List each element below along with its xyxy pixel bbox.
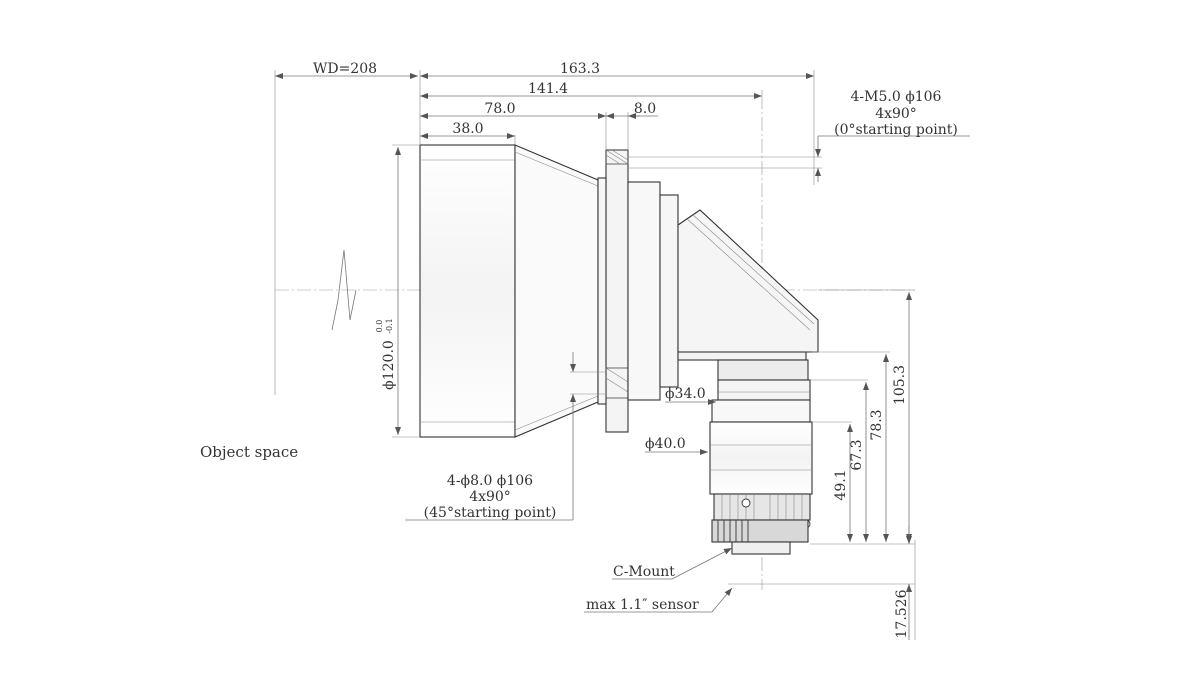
dim-length-78: 78.0 <box>484 101 515 117</box>
dim-front-tol-upper: 0.0 <box>375 320 384 333</box>
focus-ring <box>713 493 811 521</box>
rear-housing <box>627 181 661 401</box>
dim-front-tol-lower: -0.1 <box>385 318 394 333</box>
taper-section <box>514 144 599 438</box>
top-holes-start: (0°starting point) <box>834 122 958 138</box>
dim-overall-length: 163.3 <box>560 61 600 77</box>
horizontal-dimensions: WD=208 163.3 141.4 78.0 8.0 38.0 <box>275 61 815 185</box>
dim-diameter-40: ϕ40.0 <box>645 436 686 452</box>
dim-flange-offset: 17.526 <box>894 589 910 638</box>
top-holes-angle: 4x90° <box>875 106 917 122</box>
dim-length-141: 141.4 <box>528 81 568 97</box>
dim-diameter-34: ϕ34.0 <box>665 386 706 402</box>
lens-body <box>419 144 819 555</box>
dim-height-105: 105.3 <box>892 365 908 405</box>
bottom-holes-angle: 4x90° <box>469 489 511 505</box>
bottom-holes-callout: 4-ϕ8.0 ϕ106 4x90° (45°starting point) <box>405 352 606 521</box>
front-diameter-dimension: ϕ120.0 0.0 -0.1 <box>375 144 420 438</box>
c-mount-label: C-Mount <box>613 564 675 580</box>
lower-tube <box>717 379 811 401</box>
vertical-dimensions: 49.1 67.3 78.3 105.3 17.526 <box>810 289 916 640</box>
prism-housing <box>677 209 819 353</box>
dim-length-8: 8.0 <box>634 101 656 117</box>
dim-height-49: 49.1 <box>833 469 849 500</box>
rear-diameter-dimensions: ϕ34.0 ϕ40.0 <box>645 386 716 455</box>
mount-labels: C-Mount max 1.1″ sensor <box>584 547 733 613</box>
object-space-label: Object space <box>200 443 298 461</box>
top-holes-spec: 4-M5.0 ϕ106 <box>851 89 942 105</box>
working-distance-label: WD=208 <box>313 61 377 77</box>
dim-height-67: 67.3 <box>849 439 865 470</box>
bottom-holes-start: (45°starting point) <box>424 505 557 521</box>
bottom-holes-spec: 4-ϕ8.0 ϕ106 <box>447 473 533 489</box>
lower-tube-ring <box>717 359 809 381</box>
top-holes-callout: 4-M5.0 ϕ106 4x90° (0°starting point) <box>628 89 970 182</box>
dim-height-78: 78.3 <box>869 409 885 440</box>
c-mount-ring <box>711 519 809 543</box>
sensor-label: max 1.1″ sensor <box>586 597 699 613</box>
dim-length-38: 38.0 <box>452 121 483 137</box>
object-plane <box>274 70 357 395</box>
dim-front-diameter: ϕ120.0 <box>381 340 397 390</box>
front-barrel <box>419 144 516 438</box>
